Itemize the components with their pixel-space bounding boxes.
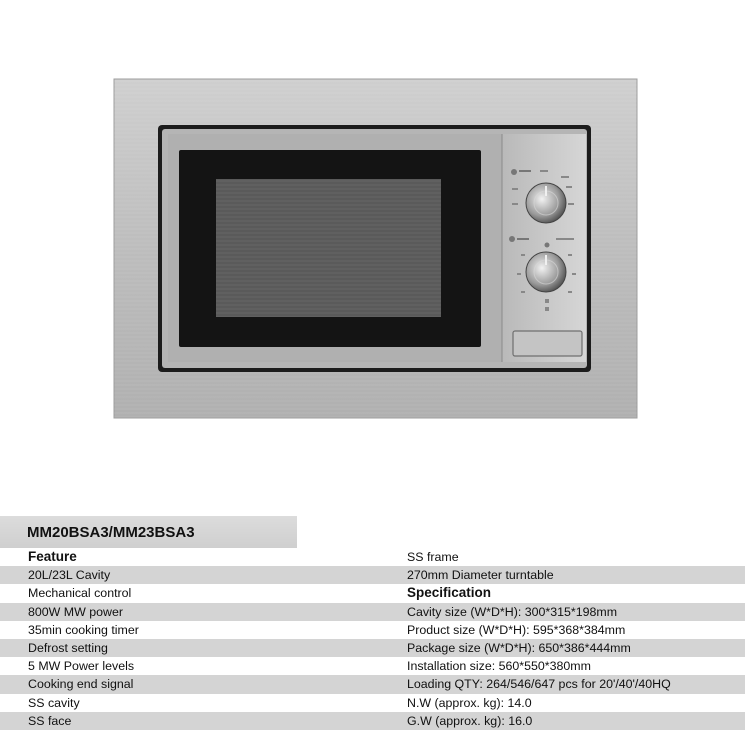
spec-row: Mechanical control Specification <box>0 584 745 602</box>
specification-heading: Specification <box>407 585 492 601</box>
feature-item: 35min cooking timer <box>28 622 139 637</box>
control-panel <box>501 134 586 362</box>
spec-row: 20L/23L Cavity 270mm Diameter turntable <box>0 566 745 585</box>
specification-item: N.W (approx. kg): 14.0 <box>407 695 532 710</box>
feature-item: Cooking end signal <box>28 677 134 692</box>
spec-table: Feature SS frame 20L/23L Cavity 270mm Diame… <box>0 548 745 730</box>
spec-row: SS face G.W (approx. kg): 16.0 <box>0 711 745 730</box>
spec-row: 800W MW power Cavity size (W*D*H): 300*31… <box>0 602 745 621</box>
model-header: MM20BSA3/MM23BSA3 <box>0 516 297 548</box>
specification-item: G.W (approx. kg): 16.0 <box>407 713 533 728</box>
spec-row: Cooking end signal Loading QTY: 264/546/6… <box>0 675 745 694</box>
specification-item: Installation size: 560*550*380mm <box>407 659 591 674</box>
specification-item: SS frame <box>407 550 459 564</box>
microwave-product-image <box>113 78 638 419</box>
timer-knob-icon <box>525 251 567 293</box>
feature-item: 5 MW Power levels <box>28 659 135 674</box>
feature-item: SS face <box>28 713 72 728</box>
power-knob-icon <box>525 182 567 224</box>
feature-item: SS cavity <box>28 695 80 710</box>
specification-item: 270mm Diameter turntable <box>407 568 554 583</box>
feature-heading: Feature <box>28 549 77 564</box>
model-name: MM20BSA3/MM23BSA3 <box>27 524 195 541</box>
spec-row: 5 MW Power levels Installation size: 560*… <box>0 657 745 675</box>
feature-item: 800W MW power <box>28 604 124 619</box>
door-release-button <box>512 330 583 357</box>
feature-item: Mechanical control <box>28 586 132 601</box>
spec-row: Defrost setting Package size (W*D*H): 650… <box>0 638 745 658</box>
specification-item: Loading QTY: 264/546/647 pcs for 20'/40'… <box>407 677 671 692</box>
spec-row: SS cavity N.W (approx. kg): 14.0 <box>0 694 745 712</box>
specification-item: Product size (W*D*H): 595*368*384mm <box>407 622 626 637</box>
specification-item: Package size (W*D*H): 650*386*444mm <box>407 640 631 655</box>
specification-item: Cavity size (W*D*H): 300*315*198mm <box>407 604 618 619</box>
microwave-door <box>168 134 502 362</box>
spec-row: Feature SS frame <box>0 548 745 566</box>
spec-row: 35min cooking timer Product size (W*D*H):… <box>0 621 745 639</box>
feature-item: Defrost setting <box>28 640 108 655</box>
feature-item: 20L/23L Cavity <box>28 568 111 583</box>
